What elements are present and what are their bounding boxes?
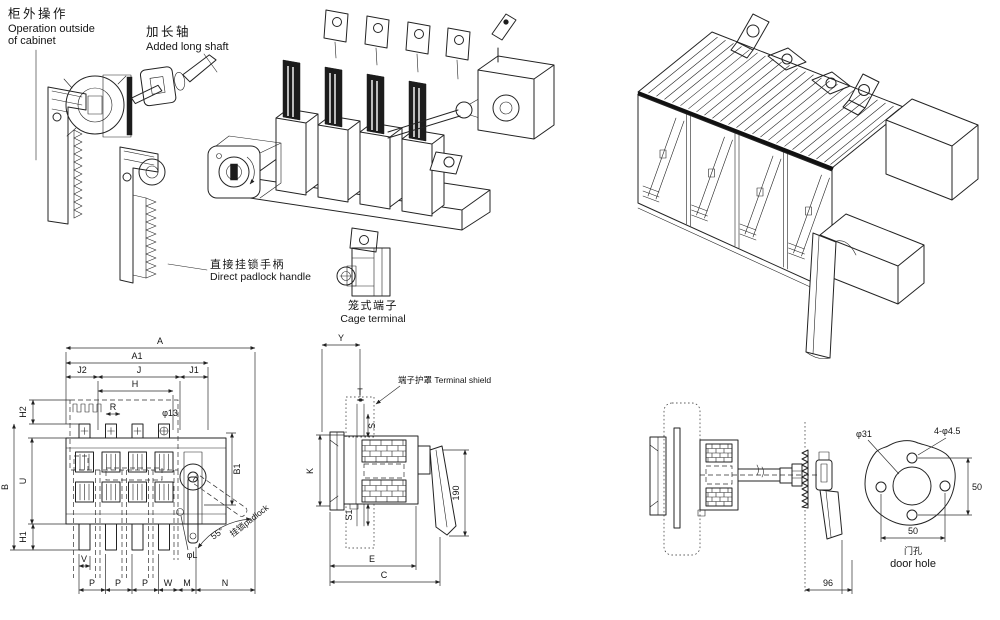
padlock-handle-2 <box>119 146 166 284</box>
switch-body <box>65 437 227 525</box>
side-housing <box>819 98 979 305</box>
dim-V: V <box>81 554 87 564</box>
dim-v50: 50 <box>972 482 982 492</box>
dim-H: H <box>132 379 139 389</box>
dim-U: U <box>18 478 28 485</box>
pole-contacts <box>73 451 184 516</box>
center-hole <box>892 466 932 506</box>
door-hole-label-zh: 门孔 <box>904 545 922 556</box>
cabinet-operation-group: 柜外操作 Operation outside of cabinet 加长轴 Ad… <box>8 6 311 284</box>
dim-J: J <box>137 365 142 375</box>
dim-H2: H2 <box>18 406 28 418</box>
side-handle <box>417 445 457 536</box>
dim-S1: S1 <box>344 509 354 520</box>
padlock-handle-1 <box>47 86 87 225</box>
dim-B: B <box>0 484 10 490</box>
mounting-brackets <box>730 13 880 116</box>
operation-outside-label-en1: Operation outside <box>8 23 95 35</box>
shield-dashed-zone <box>69 399 179 578</box>
dim-phi13: φ13 <box>162 408 178 418</box>
dim-W: W <box>164 578 173 588</box>
dim-J1: J1 <box>189 365 199 375</box>
shaft-view-drawing: 96 <box>649 402 853 594</box>
dim-190: 190 <box>451 485 461 500</box>
terminal-shield-top <box>345 396 375 438</box>
direct-padlock-label-en: Direct padlock handle <box>210 271 311 283</box>
direct-padlock-label-zh: 直接挂锁手柄 <box>210 257 285 271</box>
dim-M: M <box>183 578 191 588</box>
dim-P3: P <box>142 578 148 588</box>
door-hole-label-en: door hole <box>890 558 936 570</box>
iso-handle <box>805 232 837 360</box>
dim-A1: A1 <box>131 351 142 361</box>
added-long-shaft-label-en: Added long shaft <box>146 41 229 53</box>
terminal-screws <box>78 423 170 439</box>
operation-outside-label-zh: 柜外操作 <box>8 6 68 21</box>
front-view-drawing: A A1 J2 J J1 H H2 B U H1 <box>0 336 271 594</box>
front-top-edge <box>637 91 834 171</box>
dim-J2: J2 <box>77 365 87 375</box>
dim-96: 96 <box>823 578 833 588</box>
dim-T: T <box>357 387 363 397</box>
side-view-dimensions: Y K T S S1 190 E C 端子护罩 Terminal shield <box>305 333 491 586</box>
long-shaft-part <box>131 54 217 107</box>
pole-modules <box>275 59 445 217</box>
dim-55deg: 55° <box>209 525 226 541</box>
added-long-shaft-label-zh: 加长轴 <box>146 24 191 39</box>
cage-terminal-group: 笼式端子 Cage terminal <box>336 227 406 325</box>
dim-P2: P <box>115 578 121 588</box>
extension-shaft <box>700 463 818 487</box>
door-handle <box>815 451 843 540</box>
cam-mechanism <box>63 74 133 138</box>
operator-box <box>207 135 282 199</box>
dim-P1: P <box>89 578 95 588</box>
door-plate <box>801 422 809 592</box>
exploded-view <box>207 9 555 231</box>
dim-S: S <box>367 423 377 429</box>
cage-terminal-label-en: Cage terminal <box>340 313 405 325</box>
dim-R: R <box>110 402 117 412</box>
shield-outline <box>663 402 701 556</box>
terminal-tabs <box>323 9 471 80</box>
door-hole-drawing: φ31 4-φ4.5 50 50 门孔 door hole <box>856 426 982 570</box>
dim-H1: H1 <box>18 531 28 543</box>
isometric-view <box>637 13 979 360</box>
dim-phi31: φ31 <box>856 429 872 439</box>
mounting-foot <box>429 151 463 175</box>
side-view-drawing: Y K T S S1 190 E C 端子护罩 Terminal shield <box>305 333 491 586</box>
leader-line <box>167 263 208 271</box>
leader-line <box>203 53 218 73</box>
grill-hatch <box>648 37 899 164</box>
window-panes <box>642 113 830 270</box>
drive-shaft-rod <box>387 96 484 139</box>
dim-K: K <box>305 468 315 474</box>
terminal-shield-label: 端子护罩 Terminal shield <box>398 375 491 385</box>
door-hole-dimensions: φ31 4-φ4.5 50 50 门孔 door hole <box>856 426 982 570</box>
cage-terminal-label-zh: 笼式端子 <box>348 298 398 312</box>
front-handle <box>179 451 248 544</box>
end-block <box>477 13 555 140</box>
padlock-swing-note: 挂锁padlock <box>228 502 271 539</box>
dim-C: C <box>381 570 388 580</box>
operation-outside-label-en2: of cabinet <box>8 35 56 47</box>
dim-E: E <box>369 554 375 564</box>
dim-phiL: φL <box>187 550 198 560</box>
door-hole-outline <box>864 440 956 526</box>
dim-N: N <box>222 578 229 588</box>
dim-h50: 50 <box>908 526 918 536</box>
dim-Y: Y <box>338 333 344 343</box>
dim-A: A <box>157 336 163 346</box>
shaft-view-dimensions: 96 <box>804 540 853 594</box>
dim-B1: B1 <box>232 463 242 474</box>
dim-4phi45: 4-φ4.5 <box>934 426 960 436</box>
bottom-lugs <box>78 523 170 551</box>
front-view-dimensions: A A1 J2 J J1 H H2 B U H1 <box>0 336 271 594</box>
